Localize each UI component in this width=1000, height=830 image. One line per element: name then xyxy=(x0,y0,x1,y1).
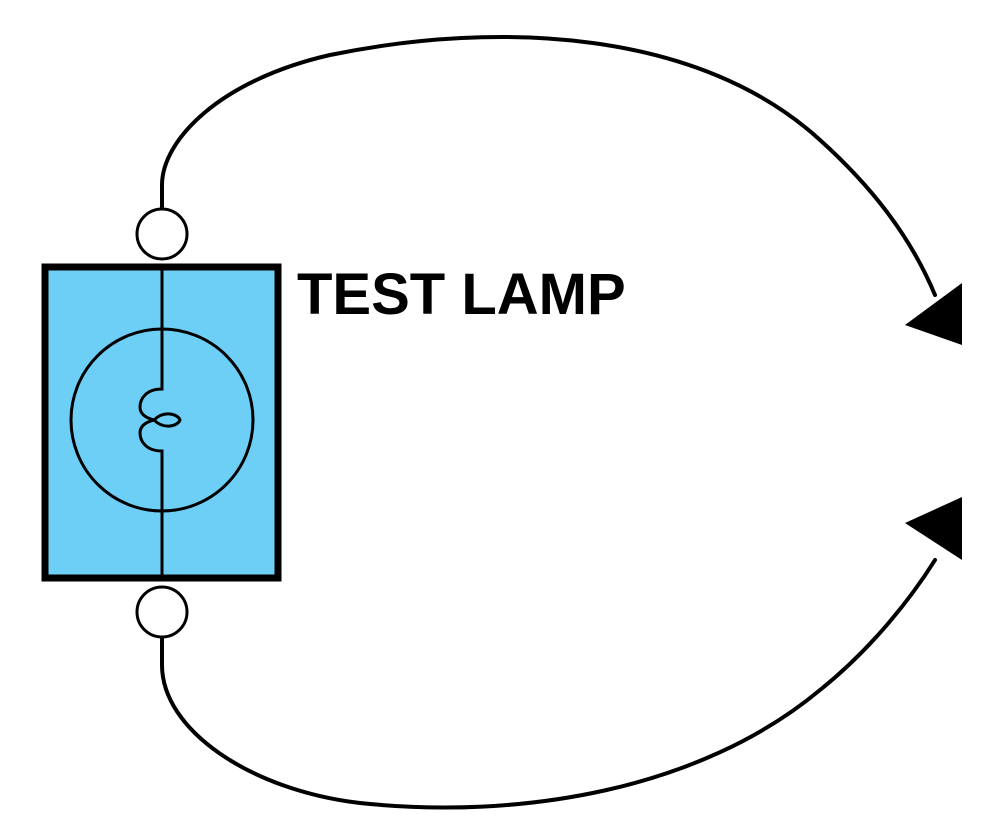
lower-lead-wire xyxy=(160,558,937,810)
lower-terminal xyxy=(135,585,189,639)
upper-lead-wire xyxy=(160,35,937,297)
filament-loop xyxy=(152,412,182,428)
upper-probe-arrowhead xyxy=(905,283,962,345)
test-lamp-label: TEST LAMP xyxy=(297,262,626,327)
upper-terminal xyxy=(135,207,189,261)
lower-probe-arrowhead xyxy=(905,497,962,560)
